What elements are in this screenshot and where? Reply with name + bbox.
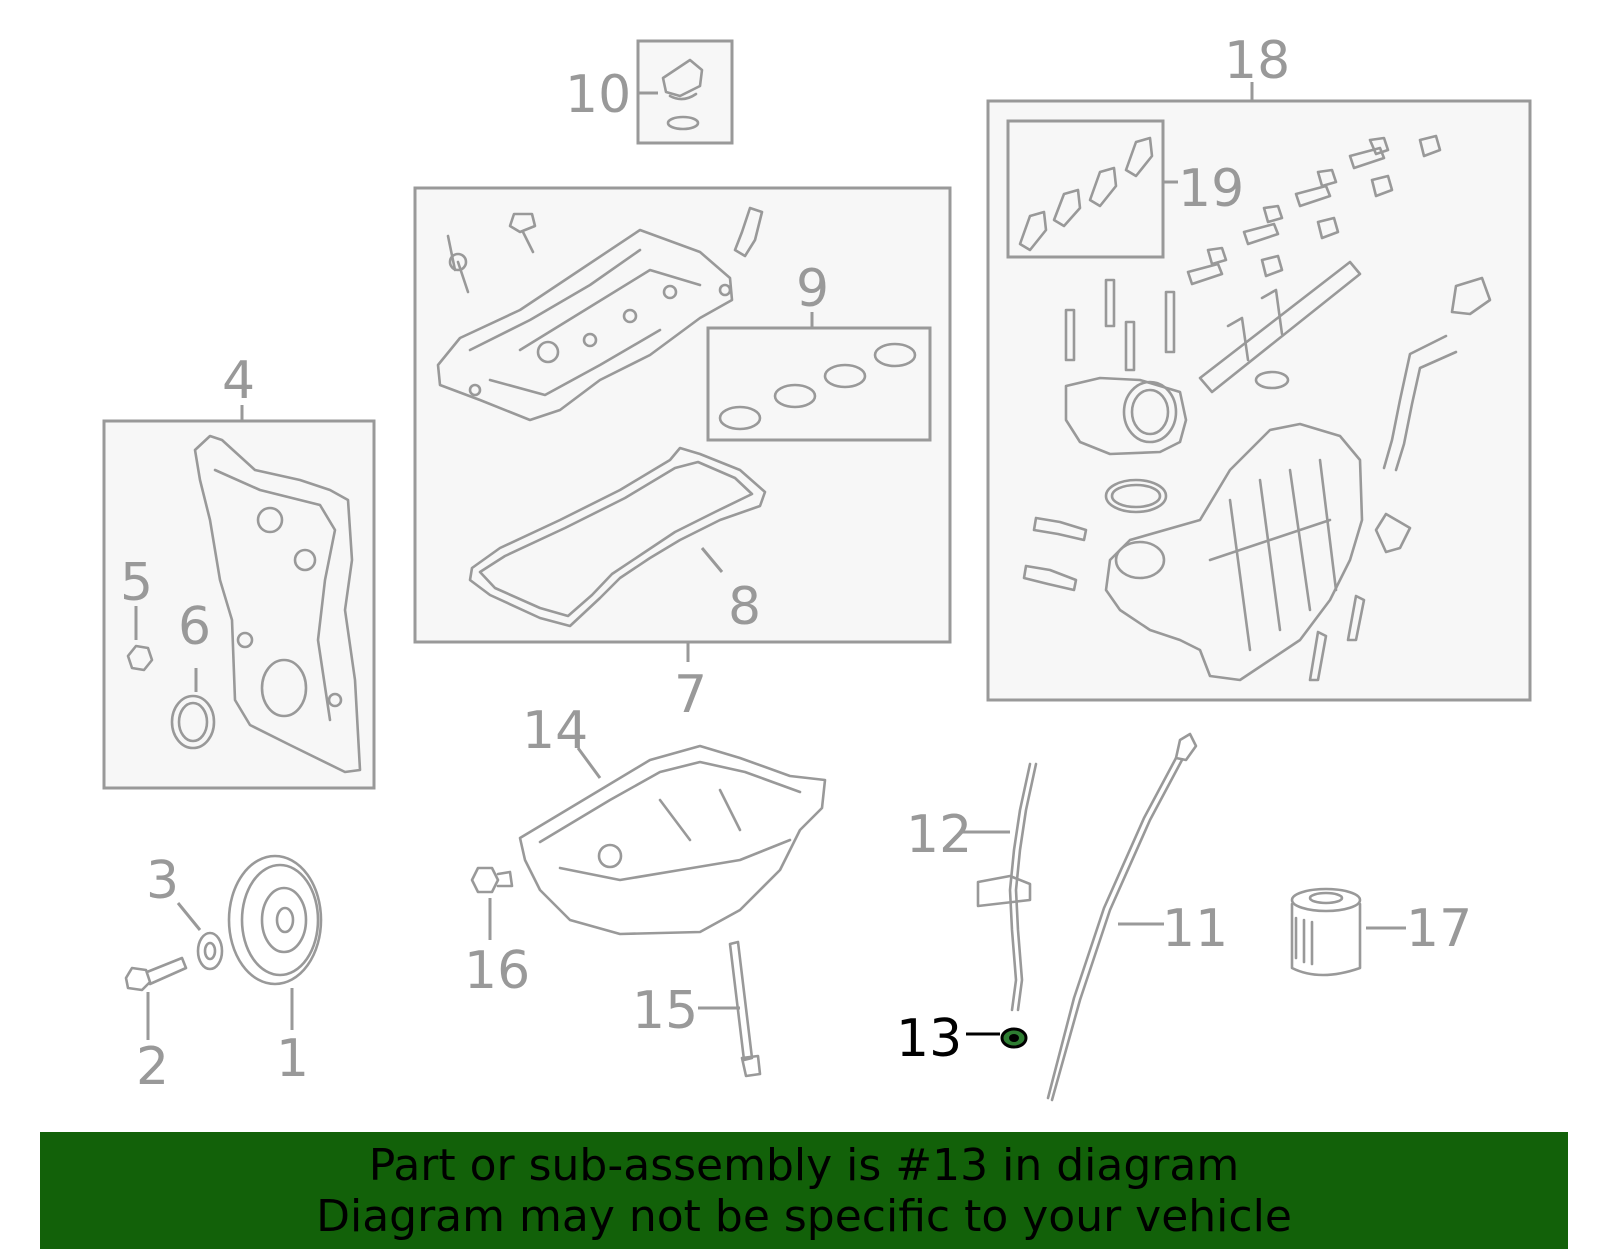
callout-1: 1 [276, 1029, 309, 1089]
injector-seals-part [1018, 136, 1154, 252]
callout-5: 5 [120, 553, 153, 613]
oil-filter-part [1290, 887, 1362, 977]
callout-7: 7 [674, 665, 707, 725]
callout-3: 3 [146, 851, 179, 911]
callout-9: 9 [796, 259, 829, 319]
crank-pulley-part [227, 854, 323, 986]
valve-cover-part [436, 228, 734, 422]
callout-6: 6 [178, 597, 211, 657]
callout-13: 13 [896, 1009, 962, 1069]
front-crank-seal [170, 694, 216, 750]
callout-10: 10 [565, 65, 631, 125]
fuel-rail-part [1198, 260, 1362, 394]
callout-12: 12 [906, 805, 972, 865]
fuel-injectors-part [1186, 134, 1442, 286]
callout-11: 11 [1162, 899, 1228, 959]
oil-cap-part [661, 58, 704, 131]
intake-manifold-part [1104, 422, 1364, 682]
intake-bolts-part [1022, 278, 1366, 682]
callout-4: 4 [222, 351, 255, 411]
banner-line-disclaimer: Diagram may not be specific to your vehi… [316, 1190, 1292, 1242]
pulley-bolt-part [124, 956, 188, 992]
banner-line-part: Part or sub-assembly is #13 in diagram [368, 1139, 1240, 1191]
dipstick-tube-part [976, 762, 1038, 1012]
callout-15: 15 [632, 981, 698, 1041]
callout-2: 2 [136, 1037, 169, 1097]
o-ring-set-part [718, 342, 917, 431]
info-banner: Part or sub-assembly is #13 in diagram D… [40, 1132, 1568, 1249]
group-box-4 [102, 419, 376, 790]
pulley-washer-part [196, 931, 224, 971]
callout-14: 14 [522, 701, 588, 761]
pcv-hose-part [1374, 276, 1492, 554]
callout-16: 16 [464, 941, 530, 1001]
group-box-19 [1006, 119, 1165, 259]
dipstick-o-ring-part [1000, 1027, 1028, 1049]
oil-pan-bolt-part [728, 940, 762, 1078]
group-box-9 [706, 326, 932, 442]
callout-17: 17 [1406, 899, 1472, 959]
dipstick-part [1046, 732, 1198, 1102]
callout-19: 19 [1178, 159, 1244, 219]
drain-plug-part [470, 866, 514, 894]
callout-8: 8 [728, 577, 761, 637]
oil-pan-part [518, 744, 827, 936]
callout-18: 18 [1224, 31, 1290, 91]
throttle-body-part [1064, 376, 1188, 514]
timing-cover-bolt [126, 644, 154, 672]
timing-cover-part [193, 434, 362, 774]
leader-lines [134, 82, 1406, 1040]
valve-cover-gasket-part [468, 446, 767, 628]
valve-cover-bolts [446, 206, 764, 294]
